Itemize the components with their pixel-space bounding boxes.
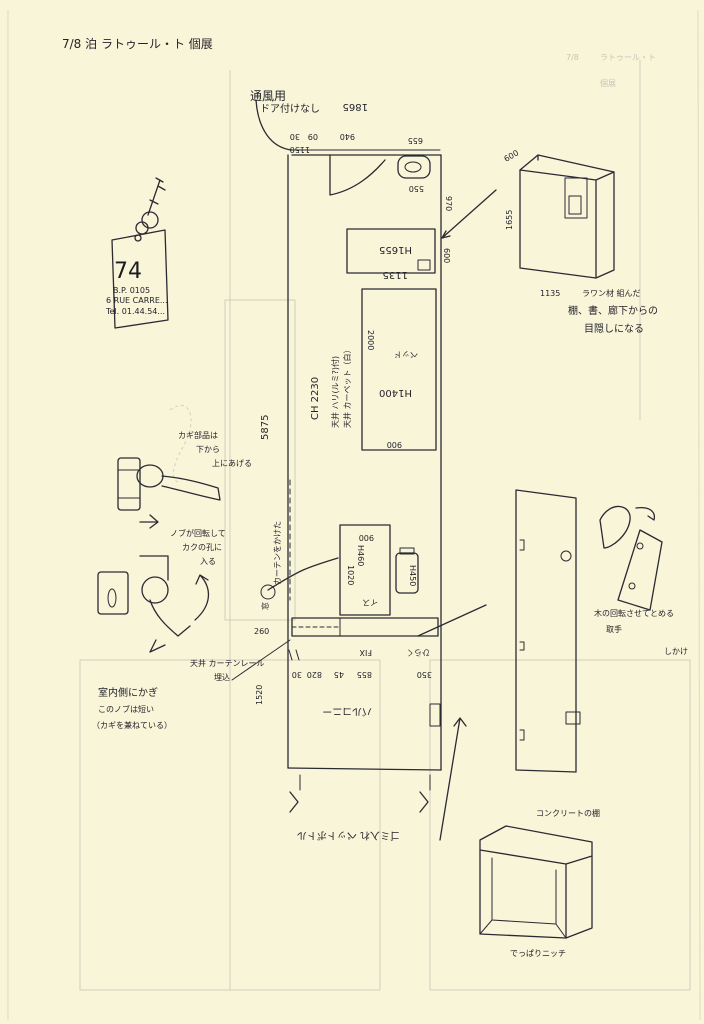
ceiling-rail-note-2: 埋込: [214, 672, 230, 682]
dim-h460: H460: [356, 545, 365, 566]
dim-fix: FIX: [359, 648, 372, 657]
window-pointer: [417, 604, 487, 637]
lock-note-2: 下から: [196, 445, 220, 454]
dim-970: 970: [444, 196, 453, 211]
concrete-label: コンクリートの棚: [536, 808, 600, 818]
stool: [395, 552, 419, 594]
dim-30: 30: [290, 132, 300, 141]
dim-550: 550: [409, 184, 424, 193]
shelf-height-label: H1655: [379, 244, 412, 255]
dim-855: 855: [357, 670, 372, 679]
lock-note-1: カギ部品は: [178, 430, 218, 440]
key-tag-line-1: B.P. 0105: [113, 286, 150, 295]
dim-820: 820: [307, 670, 322, 679]
lock-notes: カギ部品は 下から 上にあげる ノブが回転して カクの孔に 入る 室内側にかぎ …: [92, 430, 291, 730]
shelf-note-3: 目隠しになる: [584, 323, 644, 335]
bed: [361, 288, 437, 451]
faint-mirror-date: 7/8: [566, 53, 579, 62]
entry-label-2: ドア付けなし: [260, 102, 320, 115]
door-elevation: 木の回転させてとめる 取手 しかけ: [515, 489, 688, 773]
balcony-label: バルコニー: [322, 705, 372, 717]
shelf-width-label: 1135: [383, 269, 408, 280]
dim-350: 350: [417, 670, 432, 679]
dim-900: 900: [387, 440, 402, 449]
curtain-label: カーテンをかけた: [273, 521, 282, 585]
balcony-arrow-right: [419, 791, 429, 813]
key-tag-line-2: 6 RUE CARRE...: [106, 296, 168, 305]
indoor-note-1: 室内側にかぎ: [98, 686, 158, 699]
dim-45: 45: [334, 670, 344, 679]
room-plan: [255, 99, 497, 813]
dim-h450: H450: [408, 565, 417, 586]
door-note-3: しかけ: [664, 647, 688, 656]
door-note-1: 木の回転させてとめる: [594, 608, 674, 618]
curtain-pointer: [267, 557, 339, 591]
bed-label: ベッド: [394, 350, 418, 359]
indoor-note-2: このノブは短い: [98, 704, 154, 714]
entry-label-1: 通風用: [250, 89, 286, 103]
lock-sketch: [97, 405, 221, 653]
dim-1150: 1150: [290, 145, 310, 154]
knob-note-2: カクの孔に: [182, 543, 222, 552]
dim-open: ひらく: [406, 648, 430, 657]
knob-note-3: 入る: [200, 557, 216, 566]
shelf-note-1: ラワン材 組んだ: [582, 288, 641, 298]
right-edge: [697, 9, 701, 1021]
dim-940: 940: [340, 132, 355, 141]
shelf-pointer-arrow: [441, 189, 497, 239]
dim-1865: 1865: [343, 101, 368, 112]
dim-1520: 1520: [255, 685, 264, 705]
ceiling-rail-pointer: [231, 639, 291, 681]
faint-mirror-line-1: ラトゥール・ト: [600, 53, 656, 62]
dim-900b: 900: [359, 533, 374, 542]
chair-label: イス: [362, 598, 378, 607]
key-tag-number: 74: [114, 259, 142, 284]
cabinet-dim-600: 600: [503, 148, 521, 163]
cabinet-dim-1655: 1655: [505, 210, 514, 230]
ceiling-rail-note-1: 天井 カーテンレール: [190, 658, 265, 668]
ceiling-height-label: CH 2230: [310, 377, 321, 420]
page-title: 7/8 泊 ラトゥール・ト 個展: [62, 37, 213, 51]
shelf-perspective: 1655 600 1135 ラワン材 組んだ 棚、書、廊下からの 目隠しになる: [503, 148, 659, 335]
key-illustration: 74 B.P. 0105 6 RUE CARRE... Tel. 01.44.5…: [105, 177, 169, 329]
dim-260: 260: [254, 627, 269, 636]
dim-09: 09: [308, 132, 318, 141]
dim-2000: 2000: [366, 330, 375, 350]
ceiling-note-2: 天井 カーペット（白）: [342, 345, 352, 428]
cabinet-dim-1135: 1135: [540, 289, 560, 298]
bottom-note: ゴミ入れ ペットボトル: [297, 829, 400, 842]
indoor-note-3: （カギを兼ねている）: [92, 720, 172, 730]
dim-600: 600: [442, 248, 451, 263]
shelf-note-2: 棚、書、廊下からの: [568, 304, 658, 317]
shelf-cabinet: [346, 228, 436, 274]
ceiling-note-1: 天井 ハリ(ルミ?)付): [330, 356, 340, 428]
dim-30b: 30: [292, 670, 302, 679]
lock-note-3: 上にあげる: [212, 459, 252, 468]
desk-height-label: H1400: [379, 387, 412, 398]
plan-labels: 通風用 ドア付けなし 1865 940 655 09 30 1150 550 9…: [250, 89, 453, 842]
window-label: 窓: [260, 602, 270, 610]
dim-655: 655: [408, 136, 423, 145]
key-tag-line-3: Tel. 01.44.54...: [105, 307, 165, 316]
dim-1020: 1020: [346, 565, 355, 585]
concrete-niche: コンクリートの棚 でっぱりニッチ: [439, 717, 600, 958]
faint-mirror-line-2: 個展: [600, 78, 616, 88]
faint-bleed-through: 7/8 ラトゥール・ト 個展: [79, 53, 691, 991]
desk: [339, 524, 391, 616]
balcony-arrow-left: [289, 791, 299, 813]
knob-note-1: ノブが回転して: [170, 528, 226, 538]
door-note-2: 取手: [606, 624, 622, 634]
dim-5875: 5875: [260, 415, 271, 440]
entry-door-swing: [255, 99, 293, 151]
concrete-note: でっぱりニッチ: [510, 949, 566, 958]
